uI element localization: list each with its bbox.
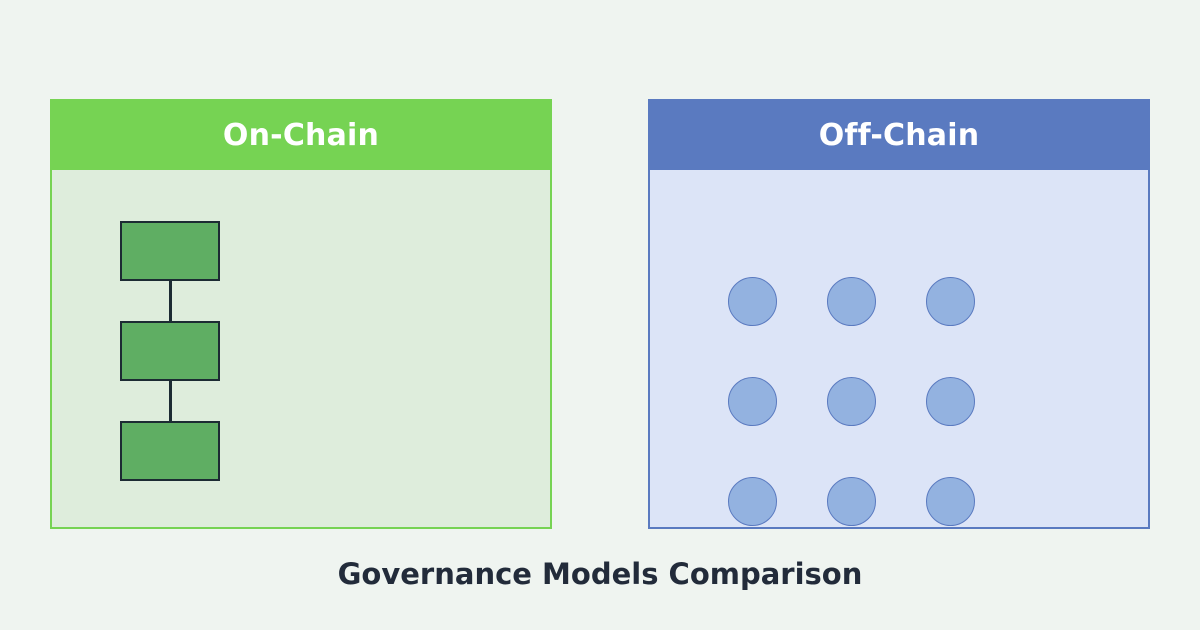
grid-node-r1c1 xyxy=(728,277,777,326)
diagram-caption: Governance Models Comparison xyxy=(337,557,863,591)
grid-node-r1c3 xyxy=(926,277,975,326)
grid-node-r2c3 xyxy=(926,377,975,426)
grid-node-r3c1 xyxy=(728,477,777,526)
grid-node-r2c1 xyxy=(728,377,777,426)
panel-title-off-chain: Off-Chain xyxy=(818,117,980,153)
panel-header-on-chain: On-Chain xyxy=(52,101,550,170)
panel-body-off-chain xyxy=(650,170,1148,527)
panel-on-chain: On-Chain xyxy=(50,99,552,529)
chain-connector-1 xyxy=(169,279,172,323)
grid-node-r2c2 xyxy=(827,377,876,426)
grid-node-r3c2 xyxy=(827,477,876,526)
chain-block-1 xyxy=(120,221,220,281)
panel-off-chain: Off-Chain xyxy=(648,99,1150,529)
chain-block-3 xyxy=(120,421,220,481)
grid-node-r3c3 xyxy=(926,477,975,526)
chain-connector-2 xyxy=(169,379,172,423)
chain-block-2 xyxy=(120,321,220,381)
grid-node-r1c2 xyxy=(827,277,876,326)
panel-header-off-chain: Off-Chain xyxy=(650,101,1148,170)
panel-title-on-chain: On-Chain xyxy=(222,117,380,153)
panel-body-on-chain xyxy=(52,170,550,527)
